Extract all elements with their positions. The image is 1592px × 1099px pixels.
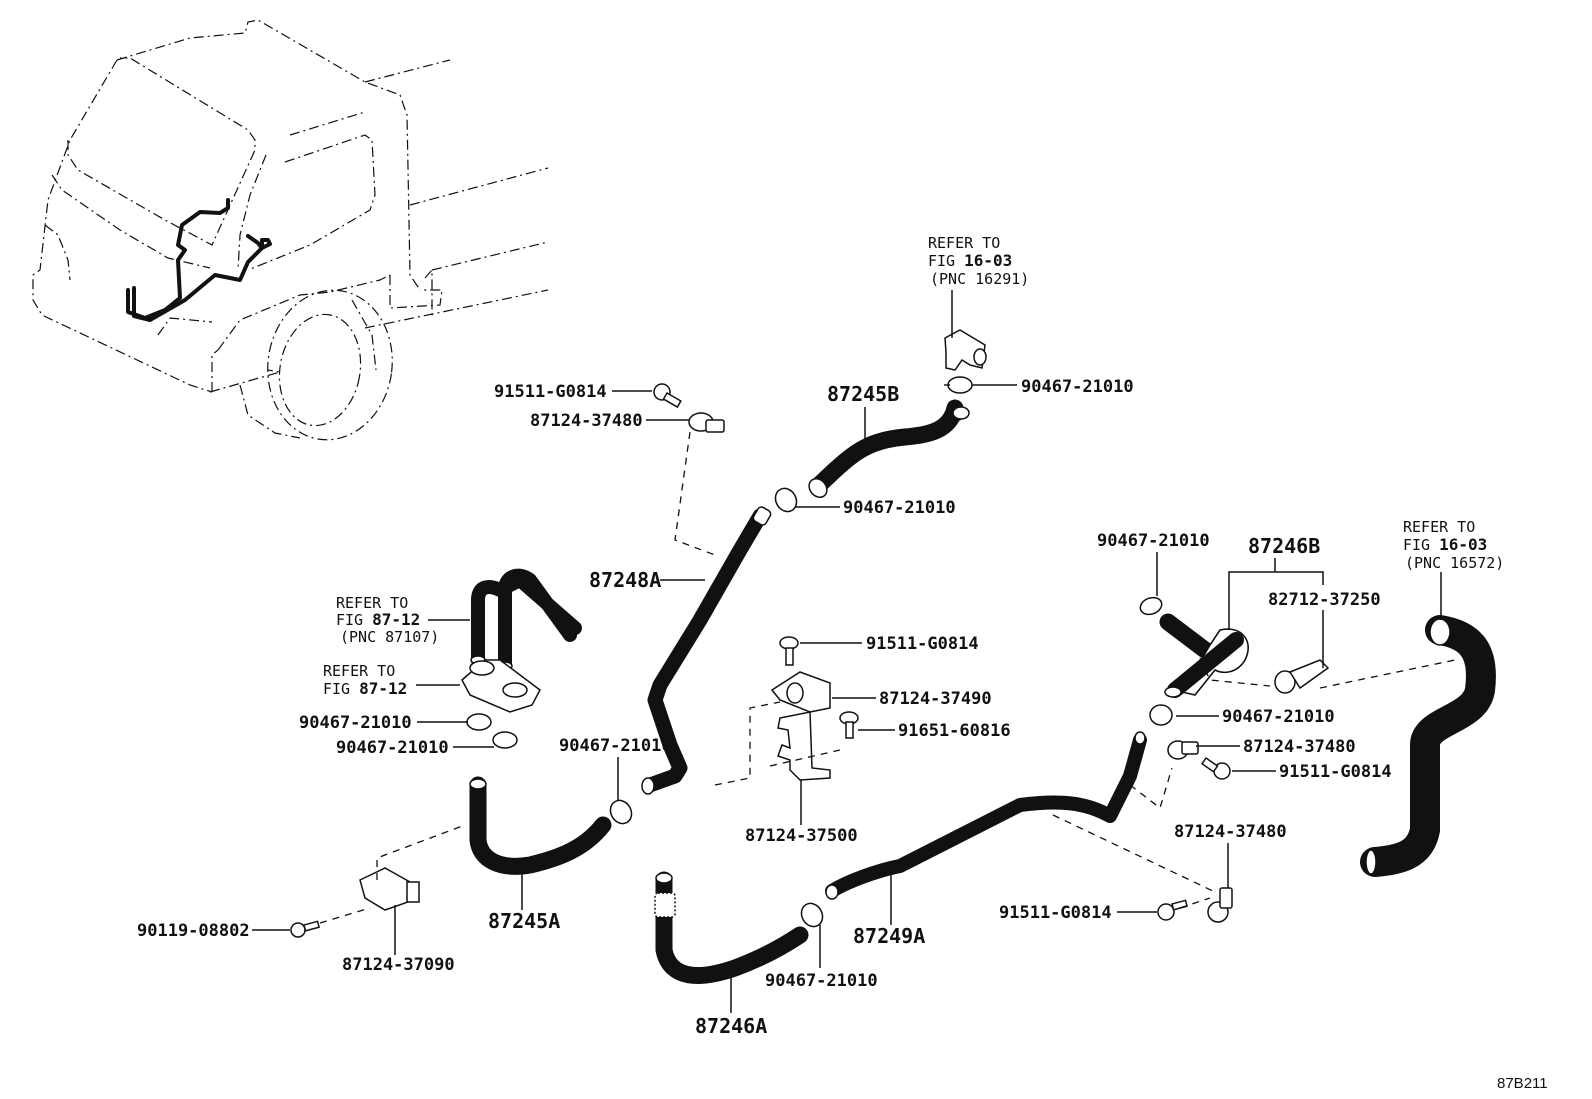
bolt-icon <box>653 383 682 409</box>
callout-90467-21010[interactable]: 90467-21010 <box>765 971 878 991</box>
refer-note-top: REFER TO FIG 16-03 (PNC 16291) <box>928 234 1029 288</box>
clamp-icon <box>1274 659 1330 694</box>
callout-87124-37480[interactable]: 87124-37480 <box>1174 822 1287 842</box>
callout-91511-G0814[interactable]: 91511-G0814 <box>494 382 607 402</box>
callout-82712-37250[interactable]: 82712-37250 <box>1268 590 1381 610</box>
bolt-icon <box>1157 899 1188 921</box>
refer-fig-number: 87-12 <box>372 610 420 629</box>
figure-id: 87B211 <box>1497 1075 1548 1092</box>
connector-top <box>944 329 987 371</box>
callout-87245A[interactable]: 87245A <box>488 909 560 933</box>
bracket-icon <box>777 711 831 781</box>
hose-87248A <box>641 506 772 795</box>
heater-pipes-left <box>470 568 582 672</box>
clamp-icon <box>688 412 725 433</box>
callout-87124-37480[interactable]: 87124-37480 <box>530 411 643 431</box>
callout-90467-21010[interactable]: 90467-21010 <box>1021 377 1134 397</box>
refer-pnc: (PNC 87107) <box>340 628 439 646</box>
callout-91511-G0814[interactable]: 91511-G0814 <box>1279 762 1392 782</box>
callout-91511-G0814[interactable]: 91511-G0814 <box>866 634 979 654</box>
refer-note-left-upper: REFER TO FIG 87-12 (PNC 87107) <box>336 594 439 646</box>
callout-90467-21010[interactable]: 90467-21010 <box>1222 707 1335 727</box>
hose-87246A <box>654 871 809 984</box>
assembly-lines <box>319 431 1456 924</box>
refer-fig-number: 16-03 <box>1439 535 1487 554</box>
callout-87124-37500[interactable]: 87124-37500 <box>745 826 858 846</box>
callout-90467-21010[interactable]: 90467-21010 <box>843 498 956 518</box>
clip-icon <box>466 713 492 731</box>
callout-87124-37480[interactable]: 87124-37480 <box>1243 737 1356 757</box>
refer-note-right: REFER TO FIG 16-03 (PNC 16572) <box>1403 518 1504 572</box>
callout-90467-21010[interactable]: 90467-21010 <box>559 736 672 756</box>
callout-87245B[interactable]: 87245B <box>827 382 899 406</box>
clip-icon <box>492 731 518 749</box>
refer-line1: REFER TO <box>336 594 408 612</box>
part-callouts: 91511-G0814 87124-37480 87245B 90467-210… <box>137 377 1392 1038</box>
svg-text:FIG 16-03: FIG 16-03 <box>928 251 1012 270</box>
svg-text:FIG 87-12: FIG 87-12 <box>336 610 420 629</box>
callout-90467-21010[interactable]: 90467-21010 <box>336 738 449 758</box>
clip-icon <box>1149 704 1173 726</box>
clamp-icon <box>1167 740 1199 760</box>
callout-91651-60816[interactable]: 91651-60816 <box>898 721 1011 741</box>
callout-90119-08802[interactable]: 90119-08802 <box>137 921 250 941</box>
refer-note-left-lower: REFER TO FIG 87-12 <box>323 662 407 698</box>
refer-pnc: (PNC 16572) <box>1405 554 1504 572</box>
bolts <box>290 383 1231 938</box>
hose-87249A <box>825 731 1147 900</box>
truck-locator-illustration <box>32 19 549 441</box>
clip-icon <box>944 376 973 394</box>
bolt-icon <box>839 711 859 739</box>
callout-87249A[interactable]: 87249A <box>853 924 925 948</box>
svg-text:FIG 16-03: FIG 16-03 <box>1403 535 1487 554</box>
refer-fig-prefix: FIG <box>323 680 359 698</box>
clamps <box>359 412 1330 923</box>
hose-87245B <box>808 399 970 498</box>
refer-fig-number: 87-12 <box>359 679 407 698</box>
refer-line1: REFER TO <box>1403 518 1475 536</box>
clip-icon <box>800 902 824 928</box>
clamp-icon <box>359 867 420 911</box>
clip-icon <box>774 487 798 513</box>
clamp-icon <box>1207 887 1233 923</box>
refer-line1: REFER TO <box>323 662 395 680</box>
clip-icon <box>1139 596 1163 616</box>
refer-pnc: (PNC 16291) <box>930 270 1029 288</box>
grommet-plate <box>461 659 541 713</box>
callout-87248A[interactable]: 87248A <box>589 568 661 592</box>
refer-fig-prefix: FIG <box>928 252 964 270</box>
refer-fig-number: 16-03 <box>964 251 1012 270</box>
callout-87246B[interactable]: 87246B <box>1248 534 1320 558</box>
clamp-icon <box>770 671 831 713</box>
refer-line1: REFER TO <box>928 234 1000 252</box>
callout-90467-21010[interactable]: 90467-21010 <box>1097 531 1210 551</box>
radiator-hose-right <box>1360 615 1496 877</box>
refer-fig-prefix: FIG <box>336 611 372 629</box>
callout-91511-G0814[interactable]: 91511-G0814 <box>999 903 1112 923</box>
hose-87245A <box>469 776 612 875</box>
hose-clips <box>466 376 1173 928</box>
callout-87124-37490[interactable]: 87124-37490 <box>879 689 992 709</box>
leader-lines <box>252 290 1442 1013</box>
bolt-icon <box>290 920 320 938</box>
bolt-icon <box>1200 756 1231 780</box>
hose-87246B <box>1159 613 1249 698</box>
bolt-icon <box>779 636 799 666</box>
clip-icon <box>609 799 633 825</box>
callout-87124-37090[interactable]: 87124-37090 <box>342 955 455 975</box>
refer-fig-prefix: FIG <box>1403 536 1439 554</box>
callout-87246A[interactable]: 87246A <box>695 1014 767 1038</box>
svg-text:FIG 87-12: FIG 87-12 <box>323 679 407 698</box>
callout-90467-21010[interactable]: 90467-21010 <box>299 713 412 733</box>
